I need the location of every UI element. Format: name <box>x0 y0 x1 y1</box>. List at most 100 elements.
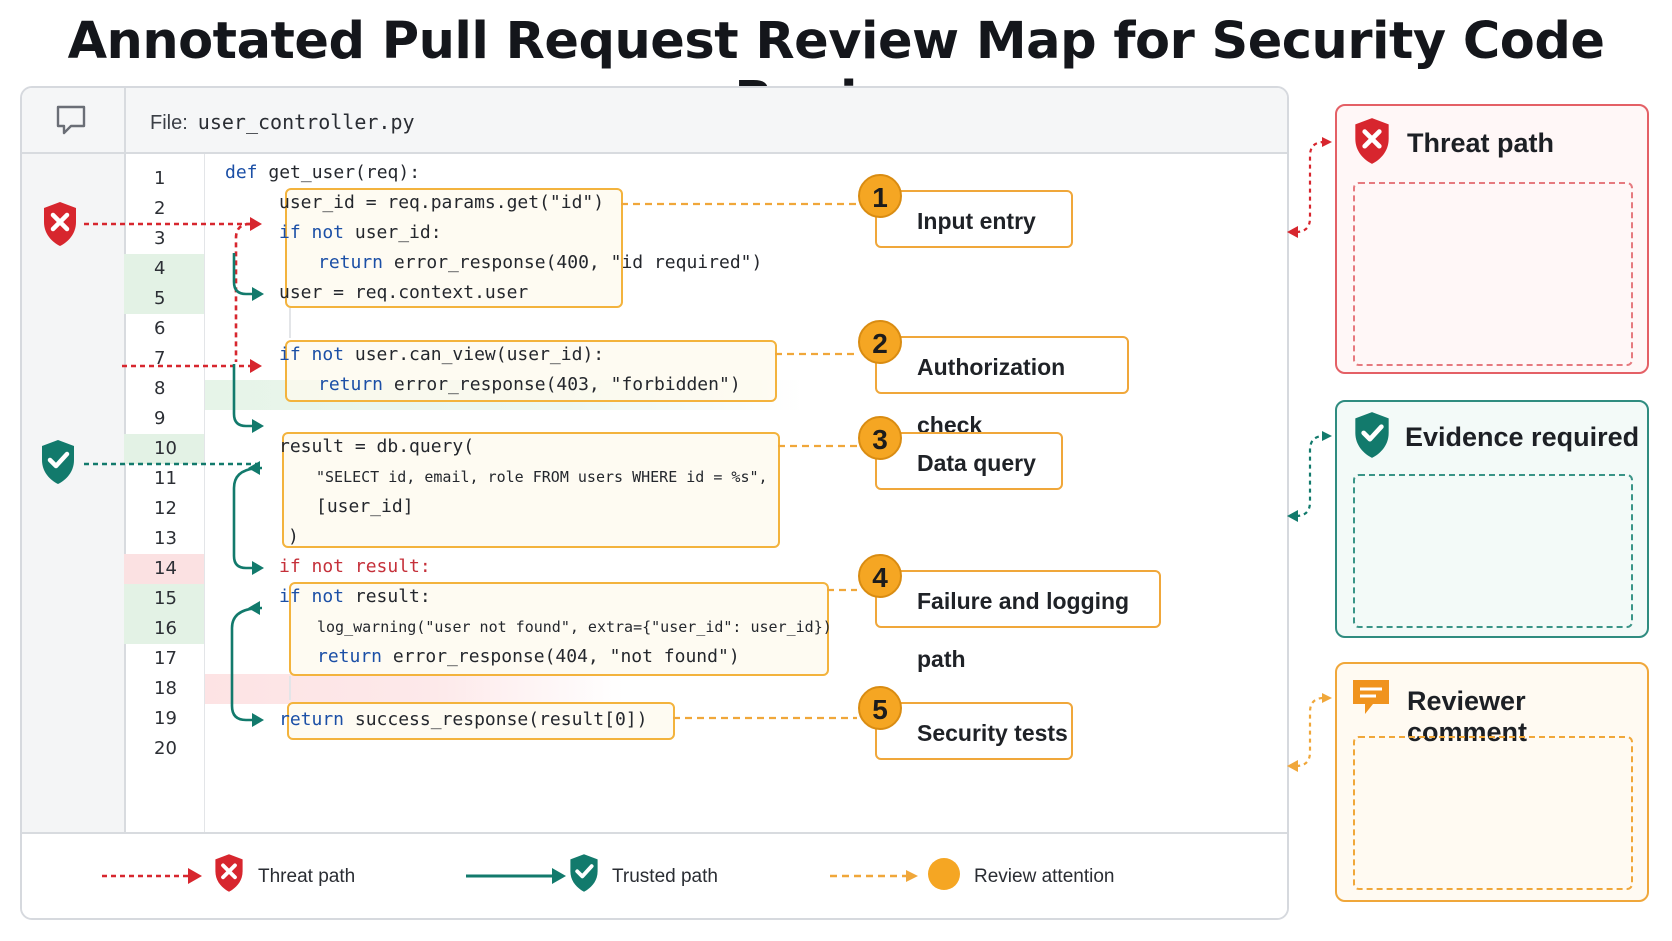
removed-line-highlight <box>204 674 624 704</box>
code-text: user_id: <box>344 222 442 243</box>
code-text: result: <box>344 586 431 607</box>
flow-connectors <box>84 202 857 727</box>
line-number: 14 <box>124 554 204 584</box>
code-line-17: return error_response(404, "not found") <box>317 642 740 672</box>
code-line-8: return error_response(403, "forbidden") <box>318 370 741 400</box>
threat-panel-dropzone[interactable] <box>1353 182 1633 366</box>
code-text: error_response(400, "id required") <box>383 252 763 273</box>
code-line-13: ) <box>288 526 299 547</box>
evidence-panel-title: Evidence required <box>1405 422 1640 452</box>
line-numbers: 1 2 3 4 5 6 7 8 9 10 11 12 13 14 15 16 1… <box>124 154 205 832</box>
line-number: 17 <box>154 648 177 669</box>
code-line-12: [user_id] <box>316 496 414 517</box>
trusted-path-legend-arrow <box>466 868 566 884</box>
comment-panel-title: Reviewer comment <box>1407 686 1528 747</box>
line-number: 11 <box>154 468 177 489</box>
code-keyword: def <box>225 162 258 183</box>
code-text: success_response(result[0]) <box>344 709 648 730</box>
code-line-19: return success_response(result[0]) <box>279 705 647 735</box>
data-query-box[interactable] <box>282 432 780 548</box>
threat-shield-icon <box>215 854 243 892</box>
line-number: 10 <box>124 434 204 464</box>
review-attention-legend-arrow <box>830 870 918 882</box>
callout-number-4: 4 <box>858 554 902 598</box>
line-number: 1 <box>154 168 166 189</box>
reviewer-comment-panel[interactable]: Reviewer comment <box>1335 662 1649 902</box>
legend: Threat path Trusted path Review attentio… <box>22 832 1287 918</box>
line-number: 13 <box>154 528 177 549</box>
callout-number-2: 2 <box>858 320 902 364</box>
code-text: get_user(req): <box>257 162 421 183</box>
file-header: File: user_controller.py <box>22 88 1287 154</box>
line-number: 20 <box>154 738 177 759</box>
code-line-1: def get_user(req): <box>225 158 420 188</box>
code-line-10: result = db.query( <box>279 436 475 457</box>
threat-path-panel[interactable]: Threat path <box>1335 104 1649 374</box>
code-line-16: log_warning("user not found", extra={"us… <box>317 618 832 636</box>
code-text: error_response(403, "forbidden") <box>383 374 741 395</box>
legend-review-label: Review attention <box>974 866 1115 887</box>
code-keyword: return <box>279 709 345 730</box>
comment-panel-dropzone[interactable] <box>1353 736 1633 890</box>
line-number: 5 <box>124 284 204 314</box>
line-number: 2 <box>154 198 166 219</box>
callout-data-query[interactable]: Data query <box>875 432 1063 490</box>
code-keyword: if not <box>279 344 345 365</box>
threat-shield-icon <box>1355 118 1389 164</box>
line-number: 15 <box>124 584 204 614</box>
callout-security-tests[interactable]: Security tests <box>875 702 1073 760</box>
threat-shield-icon[interactable] <box>40 200 80 248</box>
review-attention-dot-icon <box>928 858 960 890</box>
code-keyword: if not <box>279 222 345 243</box>
code-line-5: user = req.context.user <box>279 282 529 303</box>
file-label-text: File: <box>150 112 188 134</box>
code-line-2: user_id = req.params.get("id") <box>279 192 605 213</box>
trusted-shield-icon[interactable] <box>38 438 78 486</box>
comment-toggle-button[interactable] <box>22 88 126 152</box>
callout-number-5: 5 <box>858 686 902 730</box>
input-entry-box[interactable] <box>285 188 623 308</box>
code-text: error_response(404, "not found") <box>382 646 740 667</box>
callout-number-3: 3 <box>858 416 902 460</box>
code-keyword: if not <box>279 586 345 607</box>
code-keyword: return <box>318 374 384 395</box>
line-number: 3 <box>154 228 166 249</box>
failure-logging-box[interactable] <box>289 582 829 676</box>
code-line-14-removed: if not result: <box>279 556 431 577</box>
security-tests-box[interactable] <box>287 702 675 740</box>
code-line-7: if not user.can_view(user_id): <box>279 340 604 370</box>
trusted-shield-icon <box>1355 412 1389 458</box>
code-editor: File: user_controller.py 1 2 3 4 5 6 7 8 … <box>20 86 1289 920</box>
threat-path-legend-arrow <box>102 868 202 884</box>
line-number: 18 <box>154 678 177 699</box>
comment-icon <box>56 105 86 135</box>
code-line-15: if not result: <box>279 582 431 612</box>
authorization-box[interactable] <box>285 340 777 402</box>
callout-failure-logging[interactable]: Failure and logging path <box>875 570 1161 672</box>
code-line-11: "SELECT id, email, role FROM users WHERE… <box>316 468 768 486</box>
line-number: 7 <box>154 348 166 369</box>
line-number: 12 <box>154 498 177 519</box>
code-keyword: return <box>318 252 384 273</box>
line-number: 16 <box>124 614 204 644</box>
callout-authorization-check[interactable]: Authorization check <box>875 336 1129 438</box>
code-text: user.can_view(user_id): <box>344 344 605 365</box>
annotation-gutter <box>22 154 126 832</box>
line-number: 8 <box>154 378 166 399</box>
line-number: 19 <box>154 708 177 729</box>
code-line-3: if not user_id: <box>279 218 442 248</box>
line-number: 4 <box>124 254 204 284</box>
file-name[interactable]: user_controller.py <box>197 110 415 134</box>
evidence-panel-dropzone[interactable] <box>1353 474 1633 628</box>
comment-icon <box>1353 680 1389 714</box>
callout-input-entry[interactable]: Input entry <box>875 190 1073 248</box>
legend-trusted-label: Trusted path <box>612 866 718 887</box>
line-number: 6 <box>154 318 166 339</box>
trusted-shield-icon <box>570 854 598 892</box>
evidence-required-panel[interactable]: Evidence required <box>1335 400 1649 638</box>
code-line-4: return error_response(400, "id required"… <box>318 248 762 278</box>
callout-number-1: 1 <box>858 174 902 218</box>
threat-panel-title: Threat path <box>1407 128 1555 158</box>
code-keyword: return <box>317 646 383 667</box>
line-number: 9 <box>154 408 166 429</box>
